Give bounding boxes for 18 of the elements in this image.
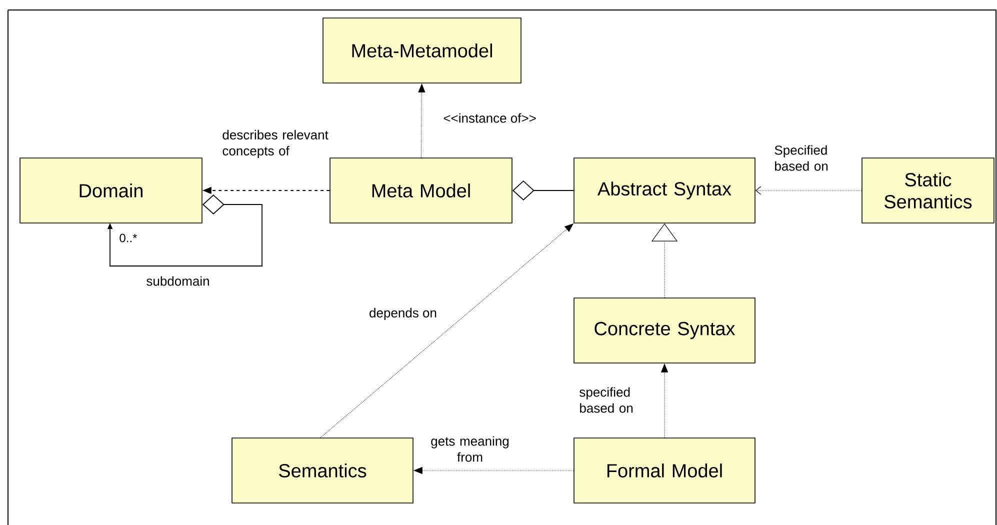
class-box: Meta Model xyxy=(330,158,512,224)
edge-label: depends on xyxy=(370,308,436,320)
class-box: Static Semantics xyxy=(862,158,994,224)
edge-label: Specified based on xyxy=(774,145,828,171)
edge-label: <<instance of>> xyxy=(444,113,536,123)
connector xyxy=(107,194,262,266)
edge-label: subdomain xyxy=(146,276,209,286)
edge-label: specified based on xyxy=(580,387,633,413)
class-box: Semantics xyxy=(232,438,414,504)
multiplicity-label: 0..* xyxy=(120,234,138,242)
class-box: Abstract Syntax xyxy=(574,158,756,224)
class-box: Concrete Syntax xyxy=(574,298,756,364)
class-box: Meta-Metamodel xyxy=(322,18,522,84)
edge-label: gets meaning from xyxy=(431,436,509,462)
edge-label: describes relevant concepts of xyxy=(222,130,328,158)
connector xyxy=(755,186,862,195)
class-box: Domain xyxy=(20,158,202,224)
class-box: Formal Model xyxy=(574,438,756,504)
